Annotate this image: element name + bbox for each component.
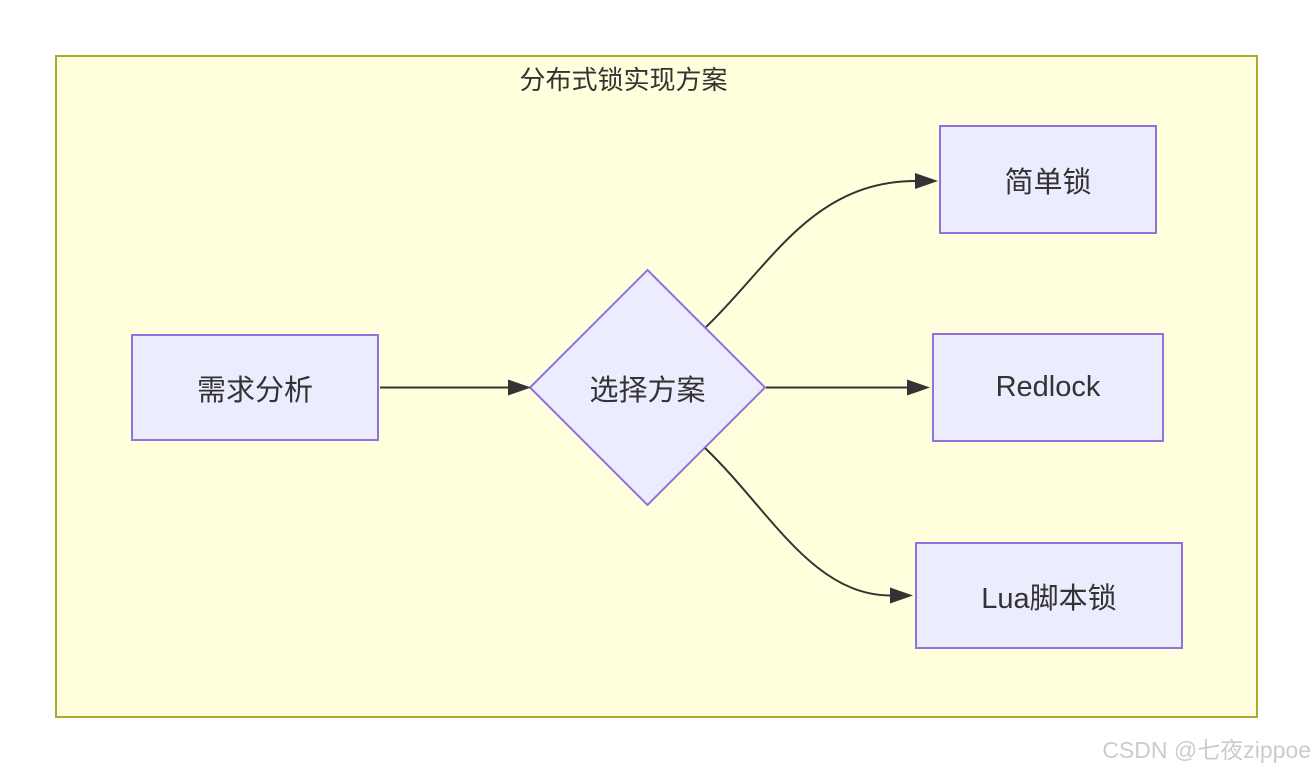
node-simple-lock: 简单锁 <box>939 125 1157 234</box>
node-redlock: Redlock <box>932 333 1164 442</box>
node-label: 需求分析 <box>196 374 313 407</box>
node-label: 选择方案 <box>589 374 706 407</box>
node-requirements: 需求分析 <box>131 334 379 441</box>
node-decision-choose: 选择方案 <box>547 371 748 407</box>
node-lua-script-lock: Lua脚本锁 <box>915 542 1183 649</box>
node-label: 简单锁 <box>1004 166 1092 199</box>
csdn-watermark: CSDN @七夜zippoe <box>1102 737 1311 763</box>
subgraph-title: 分布式锁实现方案 <box>519 65 728 95</box>
node-label: Redlock <box>995 371 1101 403</box>
node-label: Lua脚本锁 <box>981 582 1117 615</box>
